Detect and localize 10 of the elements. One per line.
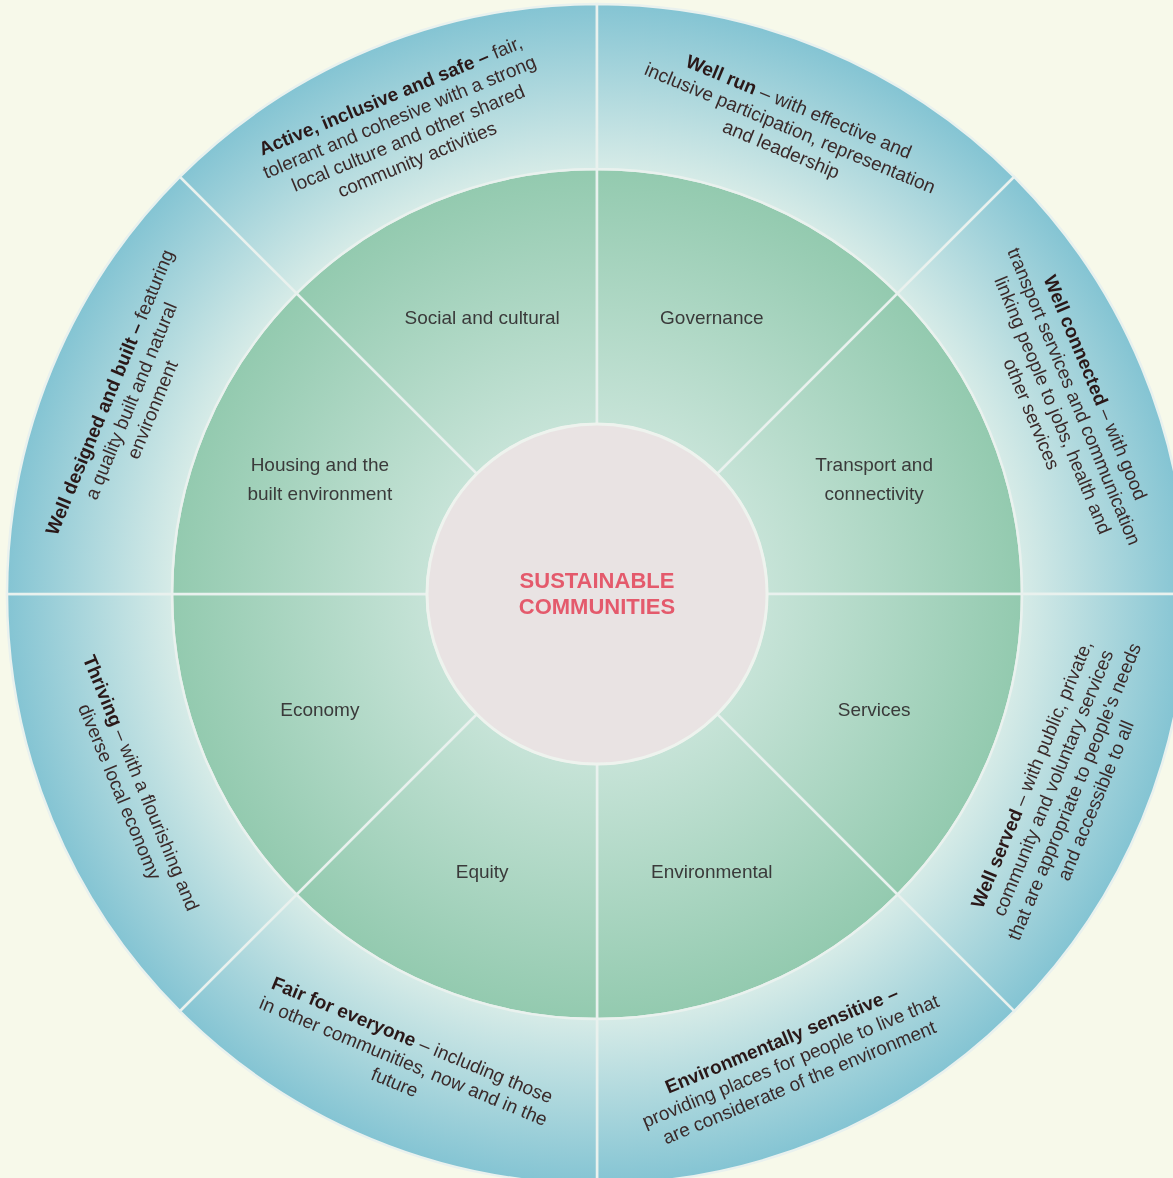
segment-label: Services [837,697,911,722]
center-title: SUSTAINABLE COMMUNITIES [517,568,677,620]
segment-label: Economy [280,697,360,722]
segment-label: Governance [660,305,764,330]
segment-label: Environmental [651,859,773,884]
segment-label: Housing and the built environment [246,453,394,507]
segment-label: Transport and connectivity [814,453,934,507]
segment-label: Social and cultural [404,305,560,330]
center-circle [425,422,769,766]
segment-label: Equity [455,859,509,884]
